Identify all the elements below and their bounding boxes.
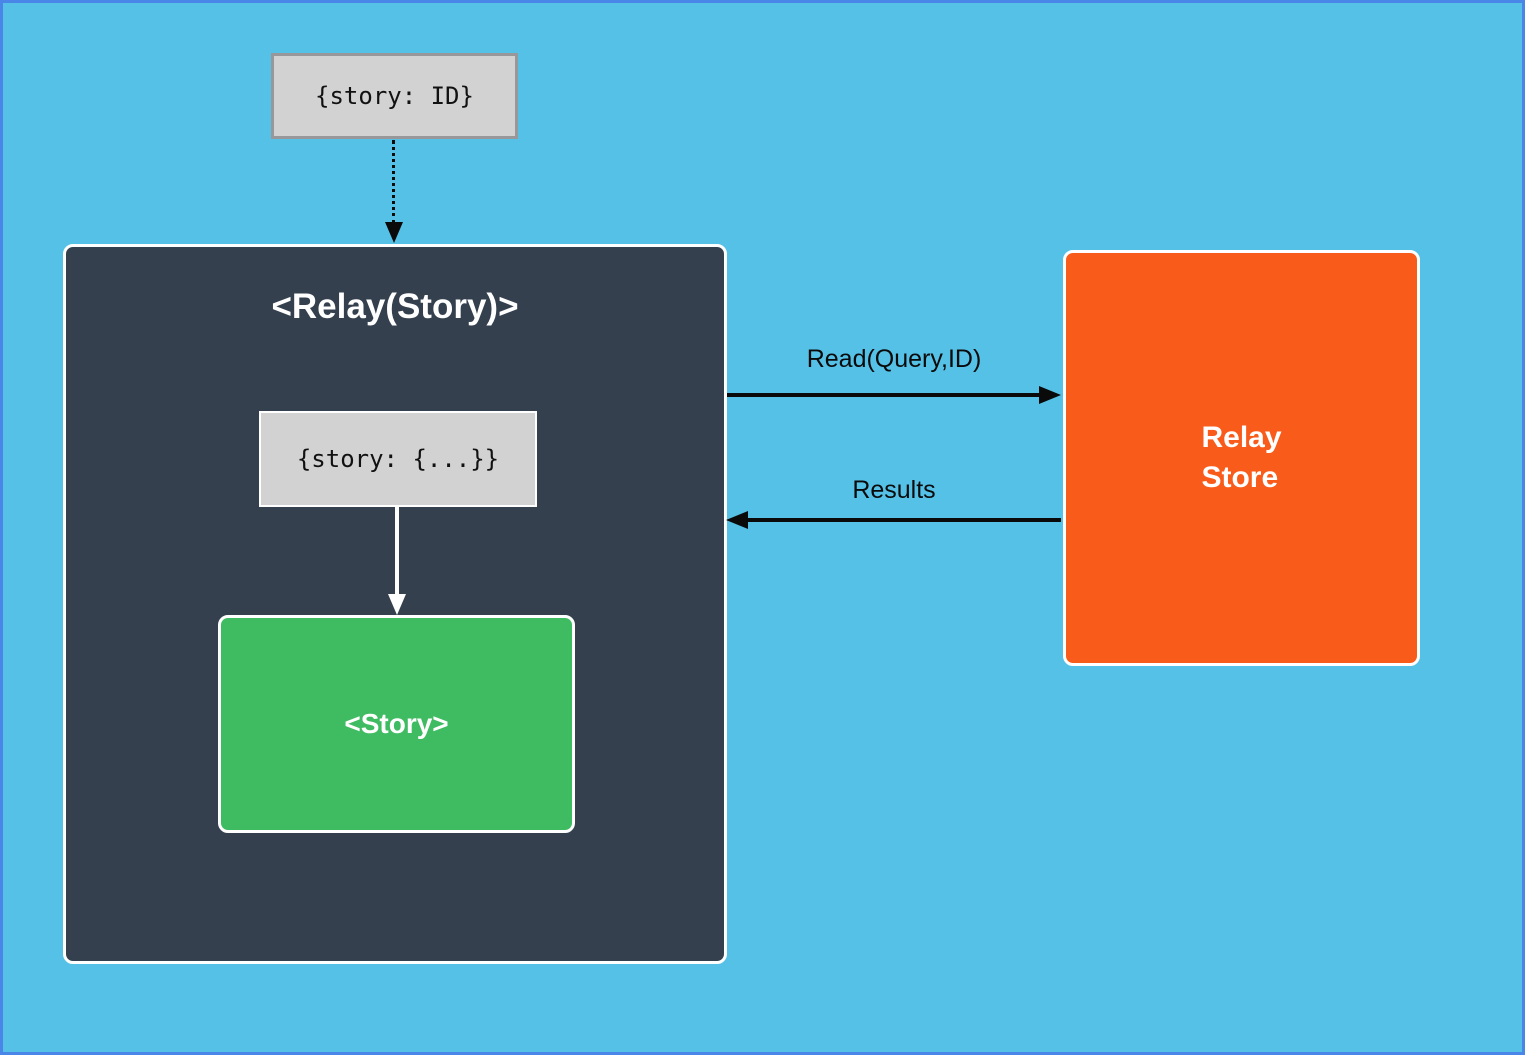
story-component-node: <Story>: [218, 615, 575, 833]
props-to-story-arrowhead-icon: [388, 594, 406, 615]
relay-store-label: Relay Store: [1201, 420, 1282, 495]
results-arrow-line: [748, 518, 1061, 522]
relay-story-title: <Relay(Story)>: [271, 287, 519, 326]
query-id-label: {story: ID}: [315, 82, 474, 110]
relay-store-node: Relay Store: [1063, 250, 1420, 666]
query-id-node: {story: ID}: [271, 53, 518, 139]
story-props-label: {story: {...}}: [296, 445, 500, 473]
story-props-node: {story: {...}}: [259, 411, 537, 507]
query-to-relay-arrowhead-icon: [385, 222, 403, 243]
read-edge-label: Read(Query,ID): [806, 345, 982, 373]
props-to-story-arrow-line: [395, 506, 399, 595]
results-arrowhead-icon: [726, 511, 748, 529]
query-to-relay-arrow-line: [392, 140, 395, 224]
story-component-label: <Story>: [344, 708, 449, 739]
results-edge-label: Results: [852, 476, 936, 504]
read-arrow-line: [727, 393, 1040, 397]
relay-story-container-node: <Relay(Story)> {story: {...}} <Story>: [63, 244, 727, 964]
read-arrowhead-icon: [1039, 386, 1061, 404]
